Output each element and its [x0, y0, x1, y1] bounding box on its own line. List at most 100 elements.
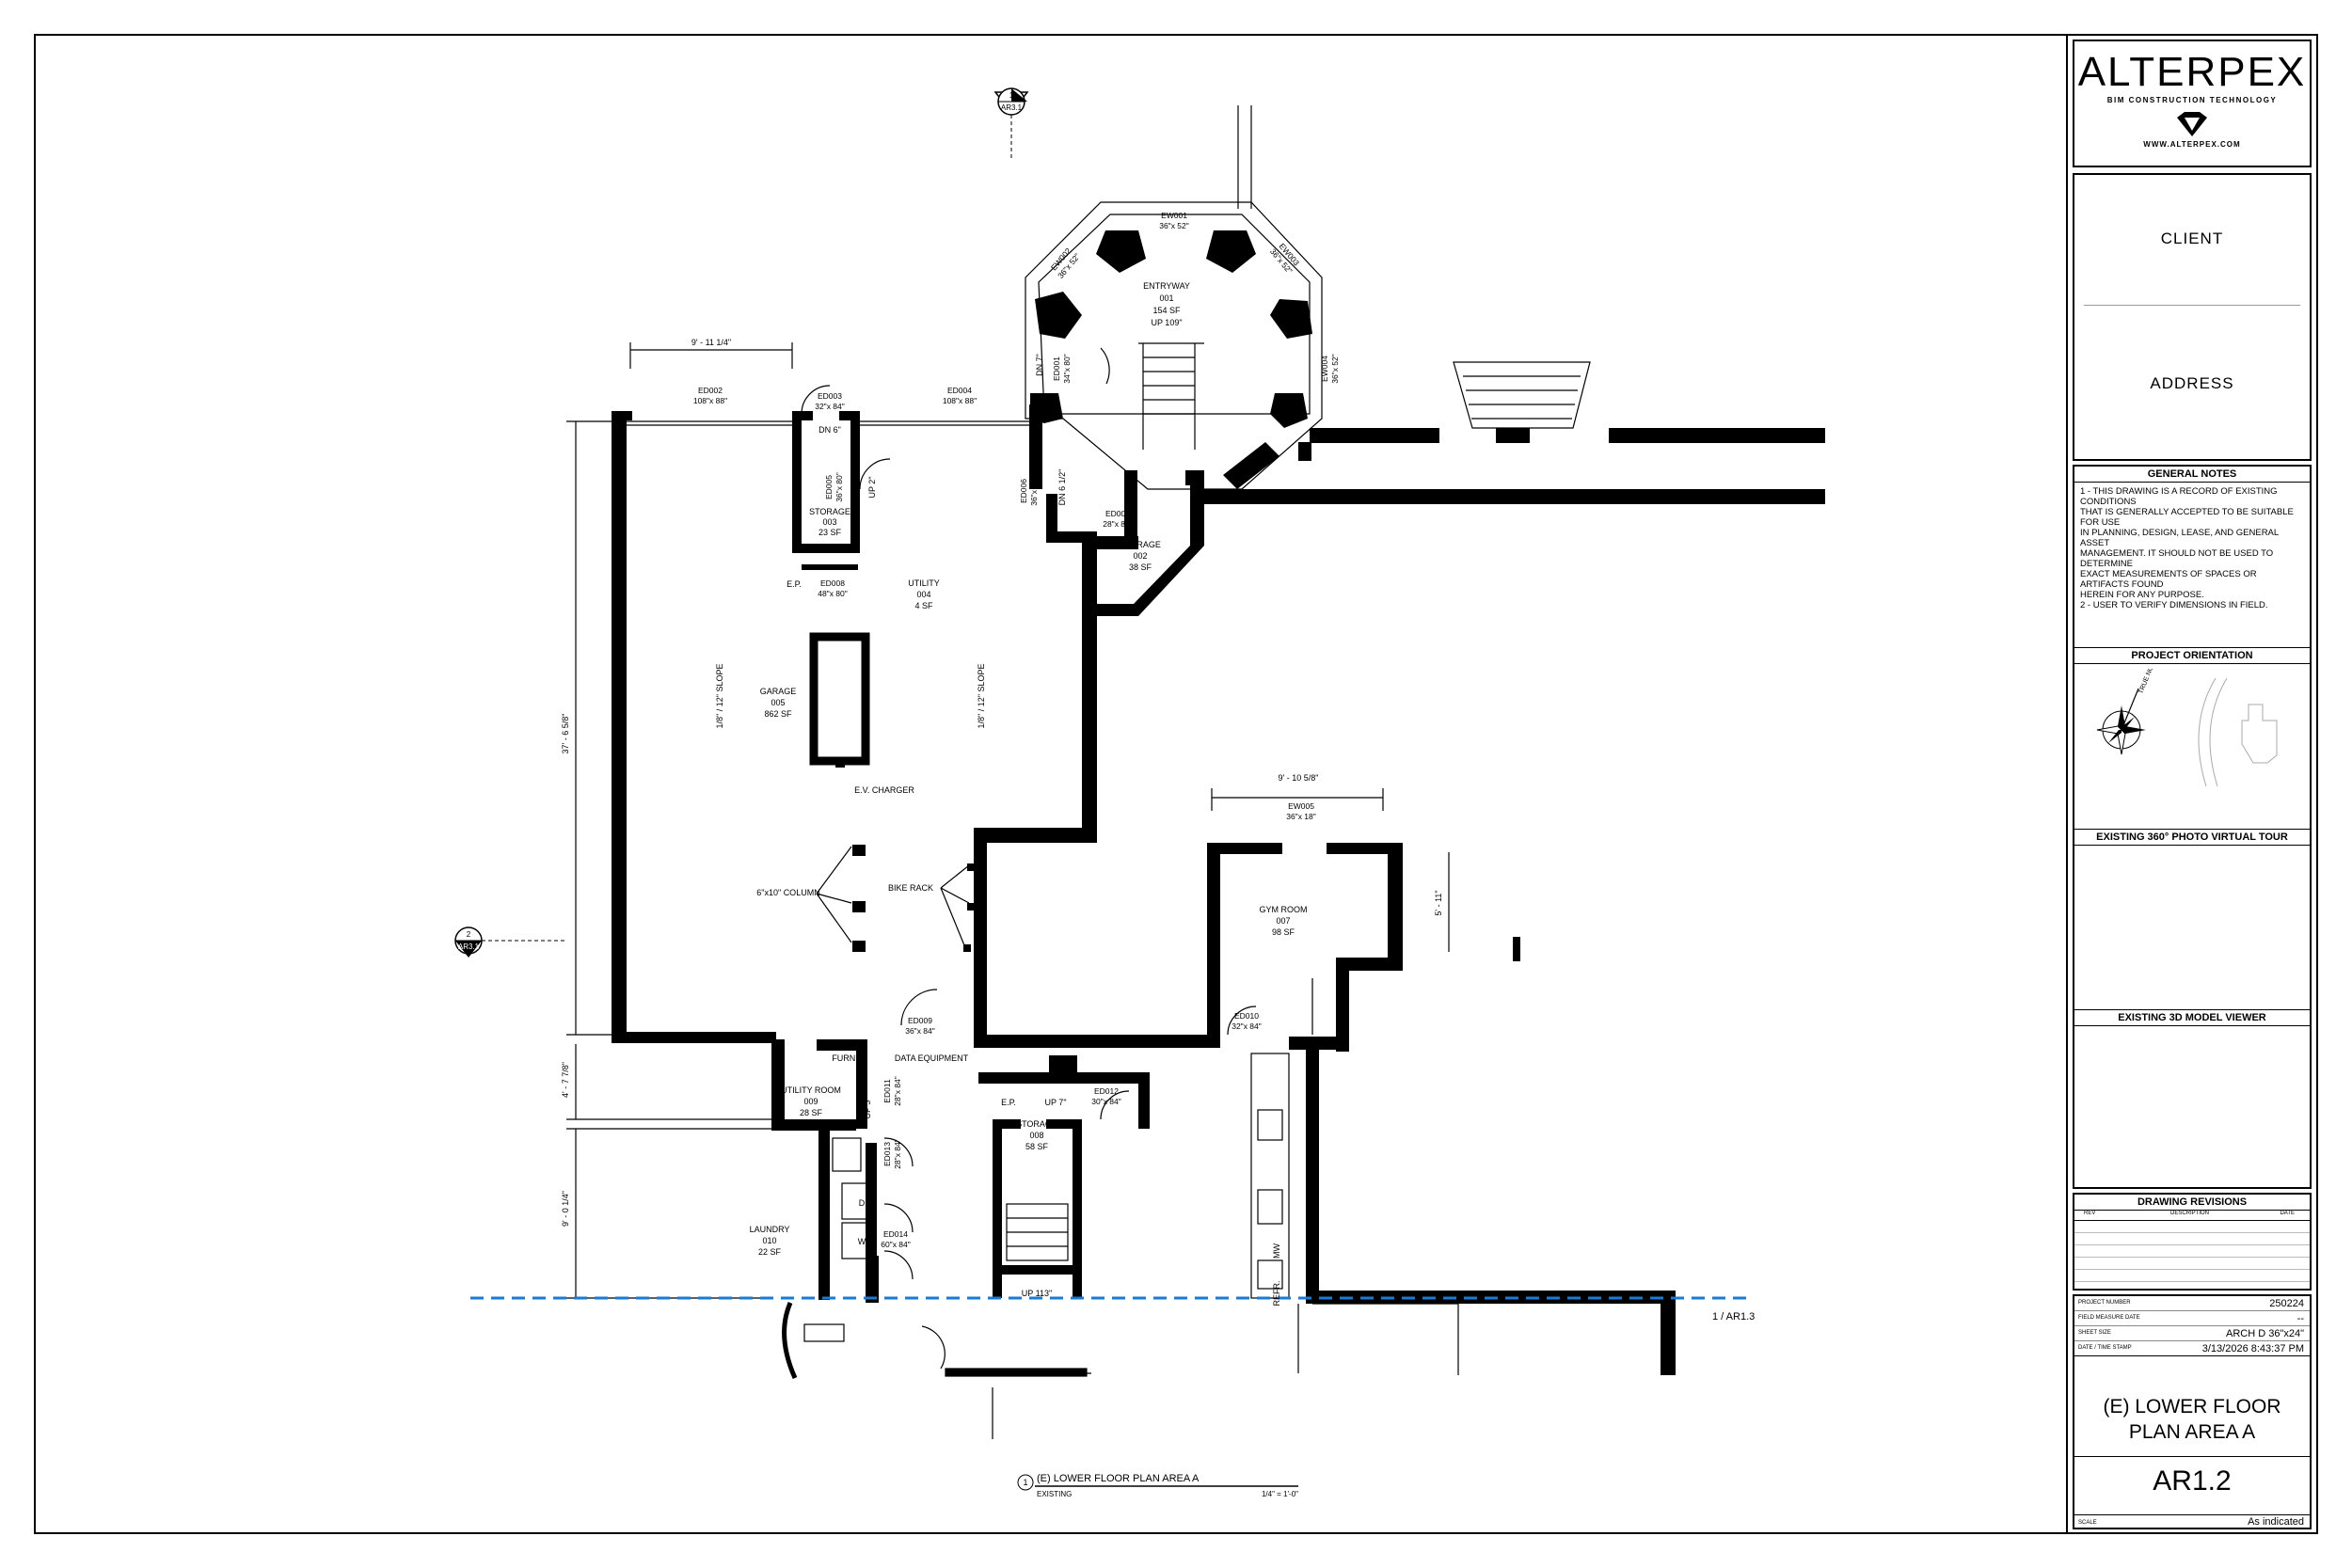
plan-title-scale: 1/4" = 1'-0"	[1262, 1490, 1298, 1498]
walls	[612, 230, 1825, 1375]
view-marker-top-ref[interactable]: AR3.1	[1001, 103, 1023, 112]
svg-text:ENTRYWAY: ENTRYWAY	[1143, 281, 1190, 291]
wall	[792, 544, 860, 553]
svg-text:4 SF: 4 SF	[914, 601, 933, 610]
dim-gym-top: 9' - 10 5/8"	[1279, 773, 1319, 783]
svg-text:ED008: ED008	[820, 578, 845, 588]
room-entryway[interactable]: ENTRYWAY 001 154 SF UP 109"	[1143, 281, 1190, 327]
room-storage-002[interactable]: STORAGE 002 38 SF	[1120, 540, 1161, 572]
sheet-size-row: SHEET SIZE ARCH D 36"x24"	[2074, 1326, 2310, 1341]
svg-text:108"x 88": 108"x 88"	[943, 396, 977, 405]
dim-left-mid: 4' - 7 7/8"	[561, 1062, 570, 1098]
scale-label: SCALE	[2078, 1520, 2097, 1526]
wall	[1096, 230, 1146, 273]
wall	[1223, 442, 1279, 489]
svg-text:ED004: ED004	[947, 386, 972, 395]
wall	[1336, 958, 1349, 1052]
plan-title: 1 (E) LOWER FLOOR PLAN AREA A EXISTING 1…	[1017, 1473, 1298, 1498]
revisions-box: DRAWING REVISIONS REV DESCRIPTION DATE	[2073, 1193, 2312, 1291]
timestamp-row: DATE / TIME STAMP 3/13/2026 8:43:37 PM	[2074, 1341, 2310, 1356]
room-garage[interactable]: GARAGE 005 862 SF	[760, 687, 797, 719]
wall	[792, 411, 813, 420]
svg-text:108"x 88": 108"x 88"	[693, 396, 727, 405]
drawing-revisions-title: DRAWING REVISIONS	[2074, 1195, 2310, 1211]
svg-text:28 SF: 28 SF	[800, 1108, 823, 1117]
svg-text:EW001: EW001	[1161, 211, 1187, 220]
sheet-title: (E) LOWER FLOOR PLAN AREA A	[2103, 1396, 2281, 1443]
compass-icon: TRUE NORTH	[2096, 669, 2278, 787]
svg-text:154 SF: 154 SF	[1152, 306, 1181, 315]
diamond-icon	[2177, 112, 2207, 136]
svg-text:UTILITY ROOM: UTILITY ROOM	[781, 1085, 841, 1095]
svg-text:ED010: ED010	[1234, 1011, 1259, 1021]
project-number-row: PROJECT NUMBER 250224	[2074, 1296, 2310, 1311]
model-viewer-title[interactable]: EXISTING 3D MODEL VIEWER	[2074, 1009, 2310, 1026]
svg-text:ED013: ED013	[882, 1142, 892, 1166]
label-up2: UP 2"	[867, 476, 877, 498]
svg-text:007: 007	[1276, 916, 1290, 926]
svg-text:ED007: ED007	[1105, 509, 1130, 518]
room-tags: ENTRYWAY 001 154 SF UP 109" STORAGE 003 …	[750, 281, 1308, 1257]
brand-name: ALTERPEX	[2077, 49, 2307, 95]
svg-text:ED003: ED003	[818, 391, 842, 401]
wall	[974, 1035, 1218, 1048]
view-marker-left-num[interactable]: 2	[467, 930, 471, 939]
svg-text:005: 005	[771, 698, 785, 707]
svg-text:36"x 84": 36"x 84"	[1029, 476, 1039, 506]
field-measure-date: --	[2296, 1313, 2304, 1324]
revisions-header: REV DESCRIPTION DATE	[2074, 1211, 2310, 1221]
wall	[771, 1039, 785, 1129]
view-marker-left: 2 AR3.1	[454, 927, 564, 958]
view-marker-top: 1 AR3.1	[993, 87, 1029, 160]
wall	[817, 1039, 864, 1051]
wall	[1029, 404, 1042, 489]
label-slope-1: 1/8" / 12" SLOPE	[715, 664, 724, 729]
photo-tour-title[interactable]: EXISTING 360° PHOTO VIRTUAL TOUR	[2074, 829, 2310, 846]
svg-text:UP 109": UP 109"	[1151, 318, 1182, 327]
room-laundry[interactable]: LAUNDRY 010 22 SF	[750, 1225, 790, 1257]
wall	[612, 1032, 776, 1043]
section-ref[interactable]: 1 / AR1.3	[1712, 1311, 1755, 1323]
svg-text:28"x 84": 28"x 84"	[893, 1139, 902, 1169]
wall	[1310, 428, 1439, 443]
room-gym[interactable]: GYM ROOM 007 98 SF	[1260, 905, 1308, 937]
svg-text:004: 004	[916, 590, 930, 599]
room-utility-004[interactable]: UTILITY 004 4 SF	[908, 578, 940, 610]
room-storage-008[interactable]: STORAGE 008 58 SF	[1016, 1119, 1057, 1151]
thin-lines	[566, 105, 1591, 1439]
dimensions: 9' - 11 1/4" 37' - 6 5/8" 4' - 7 7/8" 9'…	[561, 338, 1443, 1227]
brand-url: WWW.ALTERPEX.COM	[2143, 140, 2241, 149]
label-dn6: DN 6"	[818, 425, 841, 435]
view-marker-left-ref[interactable]: AR3.1	[458, 942, 480, 951]
wall	[1206, 230, 1256, 273]
wall	[1046, 1119, 1082, 1129]
svg-text:STORAGE: STORAGE	[1120, 540, 1161, 549]
wall	[850, 411, 860, 552]
wall	[1035, 292, 1082, 339]
wall	[1298, 442, 1311, 461]
label-dn7: DN 7"	[1035, 354, 1044, 376]
label-dn6half: DN 6 1/2"	[1057, 469, 1067, 506]
room-utility-009[interactable]: UTILITY ROOM 009 28 SF	[781, 1085, 841, 1117]
view-marker-top-num[interactable]: 1	[1009, 91, 1014, 100]
wall	[1496, 428, 1530, 443]
floor-plan: 1 AR3.1 2 AR3.1 1 / AR1.3 9' - 11 1/4" 3…	[454, 87, 1825, 1498]
room-storage-003[interactable]: STORAGE 003 23 SF	[809, 507, 850, 537]
